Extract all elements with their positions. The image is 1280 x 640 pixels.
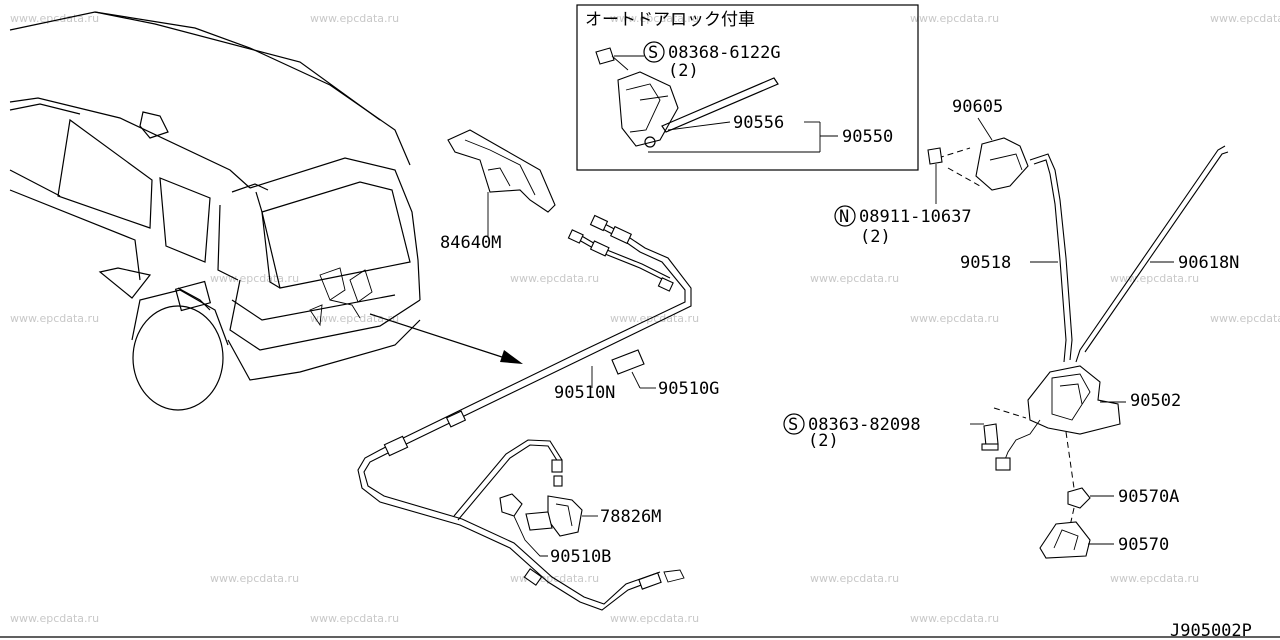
watermark: www.epcdata.ru bbox=[310, 312, 399, 325]
watermark: www.epcdata.ru bbox=[610, 612, 699, 625]
part-label-90502: 90502 bbox=[1130, 391, 1181, 411]
part-label-90510N: 90510N bbox=[554, 383, 615, 403]
watermark: www.epcdata.ru bbox=[610, 12, 699, 25]
watermark: www.epcdata.ru bbox=[1210, 12, 1280, 25]
watermark: www.epcdata.ru bbox=[610, 312, 699, 325]
watermark: www.epcdata.ru bbox=[310, 12, 399, 25]
part-label-08363-82098: 08363-82098 bbox=[808, 415, 921, 435]
part-qty-08368: (2) bbox=[668, 61, 699, 81]
watermark: www.epcdata.ru bbox=[910, 312, 999, 325]
watermark: www.epcdata.ru bbox=[810, 272, 899, 285]
watermark: www.epcdata.ru bbox=[1110, 572, 1199, 585]
cable-90510N: 90510N 90510G bbox=[357, 214, 719, 611]
part-label-78826M: 78826M bbox=[600, 507, 661, 527]
watermark: www.epcdata.ru bbox=[10, 612, 99, 625]
spec-symbol: S bbox=[788, 415, 798, 435]
location-arrow bbox=[369, 313, 523, 364]
watermark: www.epcdata.ru bbox=[510, 272, 599, 285]
watermark: www.epcdata.ru bbox=[210, 272, 299, 285]
latch-assembly: 90605 N 08911-10637 (2) 90518 90618N 905… bbox=[783, 97, 1239, 559]
part-qty-08911: (2) bbox=[860, 227, 891, 247]
part-label-90556: 90556 bbox=[733, 113, 784, 133]
spec-symbol: N bbox=[839, 207, 849, 227]
part-label-90518: 90518 bbox=[960, 253, 1011, 273]
part-label-90550: 90550 bbox=[842, 127, 893, 147]
part-qty-08363: (2) bbox=[808, 431, 839, 451]
part-label-90570: 90570 bbox=[1118, 535, 1169, 555]
watermark: www.epcdata.ru bbox=[210, 572, 299, 585]
part-label-90605: 90605 bbox=[952, 97, 1003, 117]
vehicle-illustration bbox=[9, 11, 421, 411]
part-label-84640M: 84640M bbox=[440, 233, 501, 253]
part-label-08368-6122G: 08368-6122G bbox=[668, 43, 781, 63]
part-label-90510B: 90510B bbox=[550, 547, 611, 567]
screw-icon bbox=[595, 47, 629, 71]
inset-title: オートドアロック付車 bbox=[585, 10, 755, 30]
bracket-84640M: 84640M bbox=[440, 129, 556, 253]
watermark: www.epcdata.ru bbox=[1210, 312, 1280, 325]
part-label-08911-10637: 08911-10637 bbox=[859, 207, 972, 227]
spec-symbol: S bbox=[648, 43, 658, 63]
part-label-90570A: 90570A bbox=[1118, 487, 1179, 507]
diagram-code: J905002P bbox=[1170, 621, 1252, 640]
watermark: www.epcdata.ru bbox=[10, 312, 99, 325]
part-label-90618N: 90618N bbox=[1178, 253, 1239, 273]
watermark: www.epcdata.ru bbox=[910, 12, 999, 25]
inset-auto-door-lock: オートドアロック付車 S 08368-6122G (2) 90556 90550 bbox=[576, 4, 919, 171]
watermark: www.epcdata.ru bbox=[1110, 272, 1199, 285]
watermark-layer: www.epcdata.ru www.epcdata.ru www.epcdat… bbox=[10, 12, 1280, 625]
watermark: www.epcdata.ru bbox=[910, 612, 999, 625]
actuator-icon bbox=[617, 71, 679, 148]
watermark: www.epcdata.ru bbox=[310, 612, 399, 625]
cable-90510B-switch-78826M: 78826M 90510B bbox=[453, 439, 661, 567]
watermark: www.epcdata.ru bbox=[810, 572, 899, 585]
part-label-90510G: 90510G bbox=[658, 379, 719, 399]
